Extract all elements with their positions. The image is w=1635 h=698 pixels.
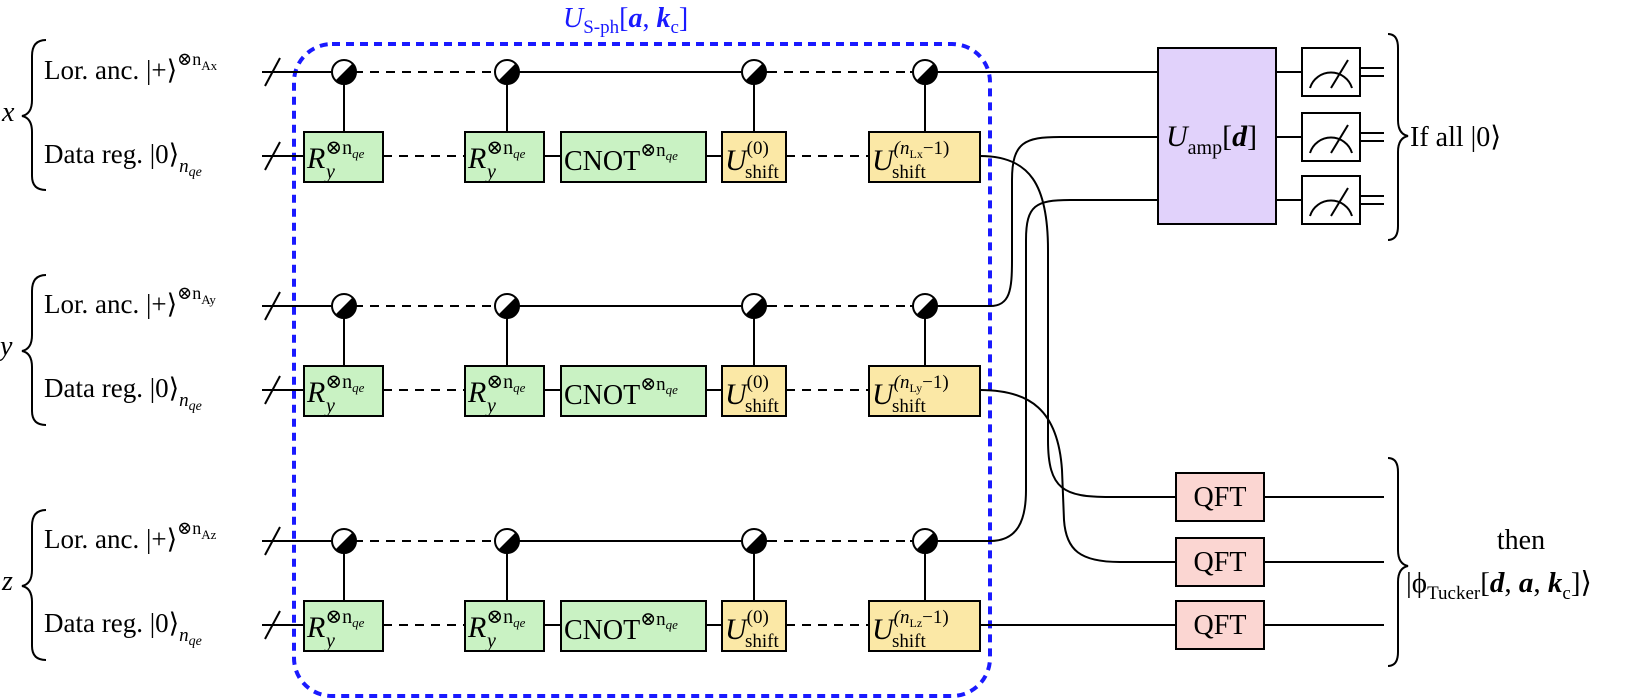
ry-gate [464,365,545,417]
control-dot [741,59,767,85]
measurement-meter [1301,175,1384,225]
u-shift-gate [721,365,787,417]
s-ph-block-frame [292,42,992,698]
output-brace [1387,457,1409,667]
route-z-ancilla [989,199,1158,542]
group-y: y Lor. anc. |+⟩⊗nAy Data reg. |0⟩nqe R⊗n… [0,274,990,426]
output-state-label: |ϕTucker[d, a, kc]⟩ [1406,567,1592,604]
u-shift-gate [721,600,787,652]
ry-gate [303,600,384,652]
data-register-label: Data reg. |0⟩nqe [44,139,202,180]
qft-gate [1175,600,1265,650]
group-z: z Lor. anc. |+⟩⊗nAz Data reg. |0⟩nqe R⊗n… [1,509,990,661]
control-dot [331,59,357,85]
ancilla-label: Lor. anc. |+⟩⊗nAz [44,518,217,554]
ry-gate [303,365,384,417]
cnot-gate-label: CNOT⊗nqe [564,140,678,177]
circuit-title: US-ph[a, kc] [563,3,688,38]
left-brace [21,274,47,426]
control-dot [912,293,938,319]
ry-gate [303,131,384,183]
control-dot [912,59,938,85]
control-dot [741,293,767,319]
cnot-gate-label: CNOT⊗nqe [564,374,678,411]
u-shift-gate-label: U(0)shift [725,607,780,652]
data-register-label: Data reg. |0⟩nqe [44,608,202,649]
control-dot [494,293,520,319]
data-register-label: Data reg. |0⟩nqe [44,373,202,414]
ancilla-label: Lor. anc. |+⟩⊗nAy [44,283,216,319]
control-dot [912,528,938,554]
cnot-gate [560,365,707,417]
control-dot [331,293,357,319]
u-shift-gate-label: U(0)shift [725,372,780,417]
cnot-gate-label: CNOT⊗nqe [564,609,678,646]
cnot-gate [560,131,707,183]
route-x-data [979,155,1176,498]
measurement-condition: If all |0⟩ [1410,122,1501,153]
u-shift-gate [721,131,787,183]
measurement-brace [1387,33,1409,241]
cnot-gate [560,600,707,652]
u-shift-gate-label: U(0)shift [725,138,780,183]
u-shift-last-gate-label: U(nLx−1)shift [872,138,949,183]
group-var-label: x [1,97,15,128]
u-shift-last-gate [868,365,981,417]
ancilla-label: Lor. anc. |+⟩⊗nAx [44,49,218,85]
control-dot [494,528,520,554]
u-shift-last-gate-label: U(nLy−1)shift [872,372,949,417]
left-brace [21,39,47,191]
u-shift-last-gate-label: U(nLz−1)shift [872,607,949,652]
qft-gate-label: QFT [1194,610,1247,641]
bundle-slash [264,57,281,87]
route-y-data [979,389,1176,563]
ry-gate [464,131,545,183]
bundle-slash [264,141,281,171]
group-var-label: y [0,331,13,362]
qft-gate-label: QFT [1194,547,1247,578]
control-dot [494,59,520,85]
control-dot [741,528,767,554]
bundle-slash [264,291,281,321]
control-dot [331,528,357,554]
route-y-ancilla [989,136,1158,307]
bundle-slash [264,375,281,405]
ry-gate [464,600,545,652]
measurement-meter [1301,47,1384,97]
output-then-label: then [1497,525,1545,556]
qft-gate-label: QFT [1194,482,1247,513]
qft-gate [1175,472,1265,522]
u-shift-last-gate [868,600,981,652]
bundle-slash [264,526,281,556]
u-amp-gate-label: Uamp[d] [1166,120,1257,159]
left-brace [21,509,47,661]
group-x: x Lor. anc. |+⟩⊗nAx Data reg. |0⟩nqe R⊗n… [1,39,1158,191]
measurement-meter [1301,112,1384,162]
group-var-label: z [1,566,13,597]
bundle-slash [264,610,281,640]
